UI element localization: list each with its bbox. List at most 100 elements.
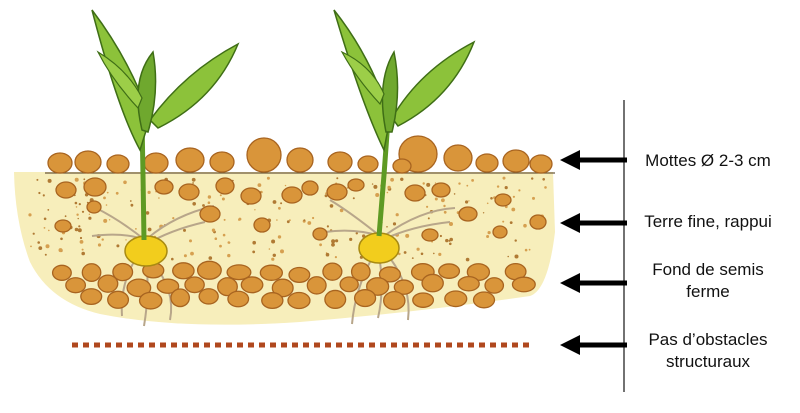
soil-grain (252, 240, 256, 245)
soil-grain (448, 239, 451, 242)
soil-grain (183, 228, 186, 232)
soil-grain (37, 241, 40, 244)
soil-clod (484, 277, 505, 294)
soil-grain (504, 186, 508, 190)
soil-clod (322, 262, 343, 281)
soil-clod (287, 291, 311, 310)
arrow-left-icon (560, 150, 627, 170)
soil-grain (79, 240, 84, 244)
soil-grain (386, 226, 388, 228)
soil-grain (172, 217, 175, 220)
soil-grain (280, 202, 283, 205)
soil-grain (278, 206, 281, 210)
soil-grain (76, 213, 79, 216)
soil-grain (75, 206, 78, 208)
soil-grain (400, 177, 404, 181)
soil-grain (496, 185, 500, 188)
soil-grain (531, 177, 534, 180)
soil-grain (426, 182, 431, 187)
soil-grain (284, 184, 287, 187)
soil-grain (158, 197, 160, 199)
soil-grain (208, 256, 213, 260)
soil-clod (458, 206, 478, 222)
soil-grain (106, 191, 109, 194)
soil-clod (246, 137, 282, 173)
label-terre-fine: Terre fine, rappui (644, 212, 772, 231)
soil-grain (326, 225, 329, 228)
soil-clod (217, 277, 238, 297)
soil-clod (353, 289, 377, 308)
soil-grain (334, 256, 337, 259)
soil-grain (465, 257, 470, 262)
soil-grain (509, 221, 513, 225)
soil-clod (55, 181, 77, 199)
soil-grain (211, 228, 216, 232)
soil-grain (355, 232, 358, 235)
soil-grain (502, 220, 505, 223)
soil-grain (511, 207, 516, 212)
soil-grain (312, 216, 315, 220)
soil-grain (78, 225, 81, 228)
soil-grain (221, 197, 225, 201)
soil-clod (529, 214, 547, 230)
soil-grain (101, 238, 104, 241)
soil-clod (97, 274, 119, 293)
soil-grain (486, 235, 490, 238)
root (329, 199, 381, 237)
soil-clod (339, 276, 359, 293)
arrow-left-icon (560, 335, 627, 355)
soil-grain (514, 239, 517, 242)
soil-clod (393, 279, 414, 295)
soil-grain (192, 202, 196, 206)
soil-grain (81, 251, 85, 256)
soil-grain (81, 248, 84, 251)
soil-clod (457, 275, 480, 292)
soil-grain (443, 204, 446, 208)
soil-grain (45, 244, 50, 249)
soil-grain (433, 252, 435, 255)
soil-clod (156, 278, 180, 294)
soil-grain (47, 209, 50, 211)
soil-grain (373, 184, 378, 189)
soil-clod (106, 154, 130, 174)
label-fond-line-2: ferme (686, 282, 730, 301)
soil-grain (60, 237, 63, 241)
soil-clod (198, 288, 219, 305)
soil-grain (266, 176, 270, 180)
soil-clod (324, 289, 347, 309)
soil-grain (88, 216, 92, 220)
soil-grain (223, 218, 226, 221)
soil-grain (324, 194, 328, 198)
soil-grain (103, 218, 108, 223)
soil-clod (240, 276, 264, 294)
root (351, 257, 373, 325)
soil-grain (395, 213, 399, 217)
soil-clod (357, 155, 379, 173)
soil-clod (80, 288, 103, 306)
soil-clod (301, 180, 319, 196)
soil-clod (215, 177, 235, 195)
soil-grain (465, 200, 469, 204)
soil-clod (240, 187, 262, 205)
soil-grain (192, 182, 195, 184)
soil-clod (261, 292, 284, 310)
soil-clod (378, 266, 401, 283)
maize-seedling-icon (333, 9, 476, 237)
soil-grain (81, 210, 85, 213)
soil-clod (74, 150, 102, 174)
soil-grain (403, 251, 407, 254)
soil-grain (227, 253, 231, 258)
soil-grain (42, 194, 45, 197)
soil-grain (426, 205, 429, 208)
soil-grain (207, 195, 212, 199)
soil-clod (431, 182, 451, 198)
soil-grain (486, 202, 489, 205)
soil-clod (494, 193, 512, 207)
soil-grain (371, 183, 374, 185)
soil-grain (438, 252, 442, 256)
soil-grain (387, 185, 391, 190)
label-mottes: Mottes Ø 2-3 cm (645, 151, 771, 170)
root (120, 259, 136, 317)
label-fond-line-1: Fond de semis (652, 260, 764, 279)
